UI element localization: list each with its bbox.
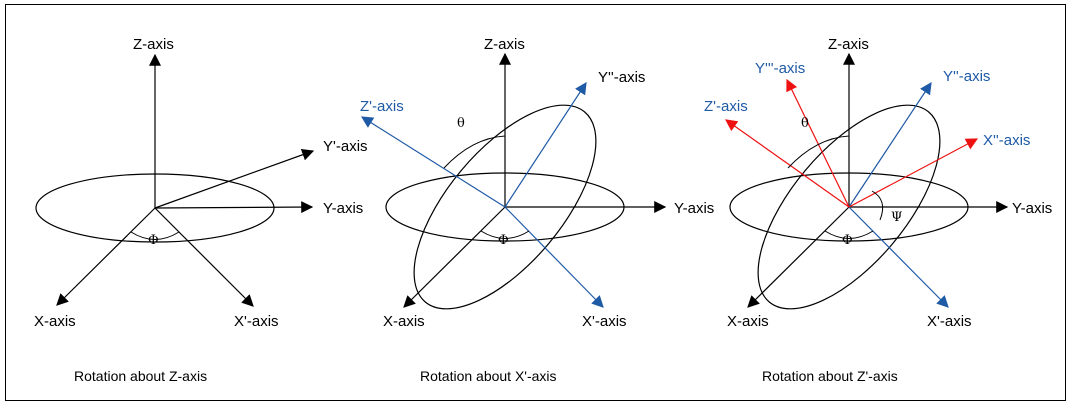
figure-border <box>5 4 1066 401</box>
panel-1-y-prime-label: Y'-axis <box>323 138 368 155</box>
panel-2-x-label: X-axis <box>383 313 425 330</box>
panel-1-phi-arc <box>130 231 180 240</box>
panel-3-x-label: X-axis <box>727 313 769 330</box>
panel-2-x-prime-label: X'-axis <box>582 313 627 330</box>
panel-3-phi-arc <box>824 230 874 239</box>
panel-2-x-axis <box>403 206 506 308</box>
panel-1-x-label: X-axis <box>34 313 76 330</box>
panel-2-phi-symbol: Φ <box>498 233 509 248</box>
panel-3-z-label: Z-axis <box>828 36 869 53</box>
panel-2-rotation-about-x-prime: Z-axis Y''-axis Z'-axis Y-axis X-axis X'… <box>360 36 714 384</box>
panel-2-y-dblprime-label: Y''-axis <box>598 69 645 86</box>
panel-2-theta-symbol: θ <box>457 116 465 131</box>
panel-2-tilted-plane-ellipse <box>413 104 597 310</box>
panel-3-psi-arc <box>871 190 884 221</box>
panel-1-y-prime-axis <box>154 149 315 209</box>
panel-3-y-label: Y-axis <box>1012 200 1052 217</box>
panel-3-x-axis <box>747 206 850 308</box>
panel-1-x-axis <box>56 207 156 306</box>
panel-2-z-label: Z-axis <box>484 36 525 53</box>
panel-2-z-prime-label: Z'-axis <box>360 98 404 115</box>
panel-3-z-prime-label: Z'-axis <box>704 98 748 115</box>
panel-2-z-prime-axis <box>360 116 506 208</box>
panel-3-x-dblprime-axis <box>848 138 979 208</box>
panel-2-caption: Rotation about X'-axis <box>420 368 557 384</box>
panel-3-theta-symbol: θ <box>801 116 809 131</box>
panel-1-z-label: Z-axis <box>133 36 174 53</box>
panel-1-x-prime-label: X'-axis <box>234 313 279 330</box>
panel-1-phi-symbol: Φ <box>148 233 159 248</box>
panel-1-y-axis <box>154 201 314 214</box>
panel-3-x-dblprime-label: X''-axis <box>983 132 1030 149</box>
panel-3-y-dblprime-label: Y''-axis <box>943 68 990 85</box>
panel-2-y-dblprime-axis <box>504 81 587 208</box>
panel-2-theta-arc <box>443 135 506 169</box>
panel-1-y-label: Y-axis <box>323 200 363 217</box>
panel-3-phi-symbol: Φ <box>842 233 853 248</box>
panel-2-phi-arc <box>480 230 530 239</box>
panel-3-z-prime-axis <box>725 119 850 208</box>
panel-3-theta-arc <box>787 135 850 169</box>
panel-1-caption: Rotation about Z-axis <box>74 368 207 384</box>
panel-3-tilted-plane-ellipse <box>757 104 941 310</box>
panel-2-y-label: Y-axis <box>674 200 714 217</box>
panel-3-x-prime-axis <box>848 206 949 308</box>
panel-3-rotation-about-z-prime: Z-axis Y'''-axis Y''-axis Z'-axis X''-ax… <box>704 36 1052 384</box>
panel-3-y-triprime-label: Y'''-axis <box>755 60 805 77</box>
panel-3-y-triprime-axis <box>786 78 850 208</box>
panel-2-x-prime-axis <box>504 206 604 308</box>
panel-1-x-prime-axis <box>154 207 254 307</box>
panel-3-y-dblprime-axis <box>848 81 932 208</box>
panel-3-x-prime-label: X'-axis <box>927 313 972 330</box>
panel-3-psi-symbol: Ψ <box>891 210 902 225</box>
panel-1-rotation-about-z: Z-axis Y'-axis Y-axis X-axis X'-axis Φ R… <box>34 36 368 384</box>
panel-3-caption: Rotation about Z'-axis <box>762 368 898 384</box>
